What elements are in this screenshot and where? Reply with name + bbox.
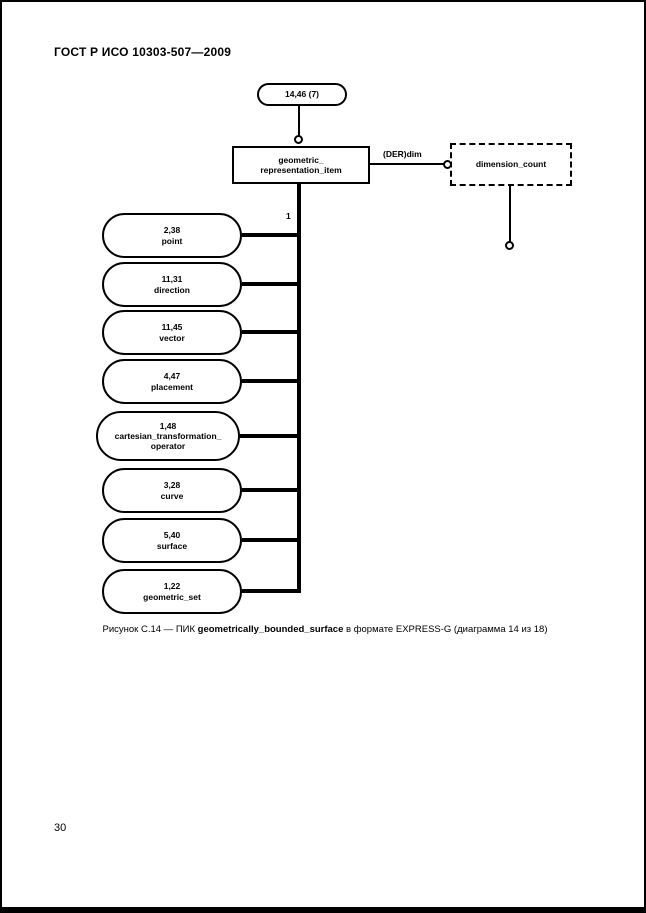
- oval-name-line2: operator: [150, 441, 186, 452]
- page-ref-oval-curve: 3,28 curve: [102, 468, 242, 513]
- top-connector-circle: [294, 135, 303, 144]
- dimension-count-hanging-line: [509, 186, 511, 242]
- oval-name: curve: [160, 490, 184, 501]
- oval-ref: 11,31: [161, 274, 183, 285]
- entity-box-label-line1: geometric_: [278, 154, 324, 165]
- attribute-label: (DER)dim: [383, 149, 422, 159]
- entity-box-label-line2: representation_item: [260, 165, 342, 175]
- branch-line: [242, 538, 298, 542]
- branch-line: [242, 233, 298, 237]
- oval-ref: 11,45: [161, 322, 183, 333]
- branch-line: [242, 488, 298, 492]
- branch-line: [242, 379, 298, 383]
- dashed-box-dimension-count: dimension_count: [450, 143, 572, 186]
- figure-caption-entity-name: geometrically_bounded_surface: [197, 624, 344, 635]
- branch-line: [242, 589, 298, 593]
- supertype-trunk-line: [297, 184, 301, 593]
- dimension-count-end-circle: [505, 241, 514, 250]
- oval-ref: 4,47: [163, 371, 181, 382]
- oval-ref: 2,38: [163, 225, 181, 236]
- oval-ref: 3,28: [163, 480, 181, 491]
- figure-caption-suffix: в формате EXPRESS-G (диаграмма 14 из 18): [343, 624, 548, 635]
- branch-line: [240, 434, 298, 438]
- oval-name: cartesian_transformation_: [114, 430, 222, 441]
- page-ref-oval-geometric-set: 1,22 geometric_set: [102, 569, 242, 614]
- figure-caption: Рисунок С.14 — ПИК geometrically_bounded…: [2, 624, 644, 635]
- page-ref-oval-surface: 5,40 surface: [102, 518, 242, 563]
- entity-box-geometric-representation-item: geometric_ representation_item: [232, 146, 370, 184]
- dashed-box-label: dimension_count: [475, 159, 547, 170]
- branch-line: [242, 330, 298, 334]
- document-header: ГОСТ Р ИСО 10303-507—2009: [54, 45, 232, 59]
- oval-ref: 5,40: [163, 530, 181, 541]
- page-number: 30: [54, 822, 67, 834]
- branch-line: [242, 282, 298, 286]
- oval-ref: 1,22: [163, 581, 181, 592]
- oval-name: placement: [150, 381, 194, 392]
- page-ref-oval-cartesian-transformation-operator: 1,48 cartesian_transformation_ operator: [96, 411, 240, 461]
- oval-name: surface: [156, 540, 188, 551]
- page-ref-oval-point: 2,38 point: [102, 213, 242, 258]
- page-ref-oval-vector: 11,45 vector: [102, 310, 242, 355]
- attribute-line: [370, 163, 445, 165]
- oval-ref: 1,48: [159, 420, 177, 431]
- oval-name: direction: [154, 284, 190, 295]
- oval-name: point: [161, 235, 183, 246]
- page-ref-oval-top: 14,46 (7): [257, 83, 347, 106]
- cardinality-label: 1: [286, 211, 291, 221]
- oval-name: vector: [159, 332, 185, 343]
- figure-caption-prefix: Рисунок С.14 — ПИК: [102, 624, 198, 635]
- oval-name: geometric_set: [143, 591, 201, 602]
- page-ref-oval-placement: 4,47 placement: [102, 359, 242, 404]
- page-ref-top-label: 14,46 (7): [284, 89, 320, 100]
- top-connector-line: [298, 106, 300, 137]
- page-ref-oval-direction: 11,31 direction: [102, 262, 242, 307]
